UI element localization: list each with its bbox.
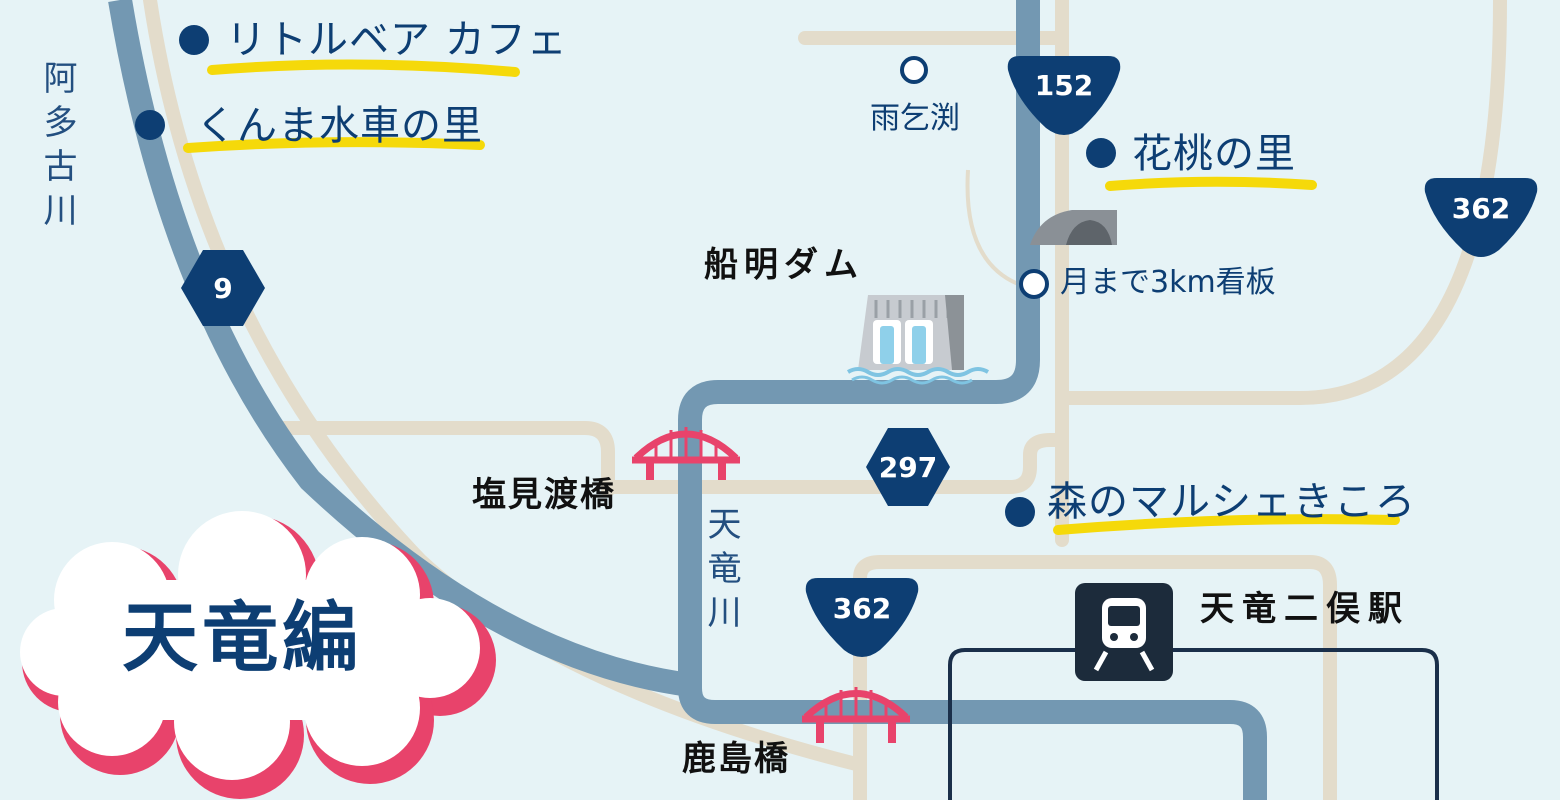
route-9-marker: 9 — [181, 250, 265, 326]
kashima-bridge-label: 鹿島橋 — [682, 739, 790, 779]
area-title: 天竜編 — [122, 593, 362, 682]
atakogawa-label: 阿多古川 — [37, 60, 77, 236]
route-362-east-marker: 362 — [1424, 178, 1538, 257]
svg-text:362: 362 — [833, 592, 891, 625]
train-station-icon — [1075, 583, 1173, 681]
tenryugawa-label: 天竜川 — [701, 506, 741, 638]
kunma-suisha-label: くんま水車の里 — [196, 103, 483, 149]
road-362-east — [1055, 0, 1507, 405]
tsuki-sign-label: 月まで3km看板 — [1060, 265, 1276, 300]
kashima-bridge-icon — [802, 687, 910, 743]
shiomido-bridge-label: 塩見渡橋 — [472, 475, 616, 515]
area-title-cloud — [20, 511, 496, 799]
svg-text:152: 152 — [1035, 69, 1093, 102]
atakogawa-river — [108, 0, 692, 697]
funagira-dam-label: 船明ダム — [704, 245, 864, 285]
sight-markers — [900, 56, 1049, 299]
dam-icon — [846, 295, 990, 385]
spot-dots — [135, 25, 1116, 527]
katou-no-sato-label: 花桃の里 — [1132, 131, 1296, 177]
amagobuchi-path — [965, 169, 1031, 290]
svg-text:9: 9 — [213, 272, 232, 305]
shiomido-bridge-icon — [632, 427, 740, 480]
station-name-label: 天竜二俣駅 — [1200, 589, 1410, 629]
road-shiomi — [273, 421, 615, 497]
route-362-south-marker: 362 — [805, 578, 919, 657]
route-152-marker: 152 — [1007, 56, 1121, 135]
tenryugawa-river — [678, 0, 1267, 800]
svg-text:297: 297 — [879, 451, 937, 484]
road-south-loop — [853, 555, 1337, 800]
highlight-strokes — [183, 59, 1400, 535]
station-area-outline — [948, 648, 1439, 800]
road-297 — [601, 433, 1069, 494]
amagobuchi-label: 雨乞渕 — [870, 101, 960, 136]
tunnel-icon — [1030, 210, 1117, 245]
mori-no-marche-label: 森のマルシェきころ — [1047, 479, 1416, 525]
little-bear-cafe-label: リトルベア カフェ — [226, 17, 568, 63]
route-297-marker: 297 — [866, 428, 950, 506]
svg-text:362: 362 — [1452, 192, 1510, 225]
